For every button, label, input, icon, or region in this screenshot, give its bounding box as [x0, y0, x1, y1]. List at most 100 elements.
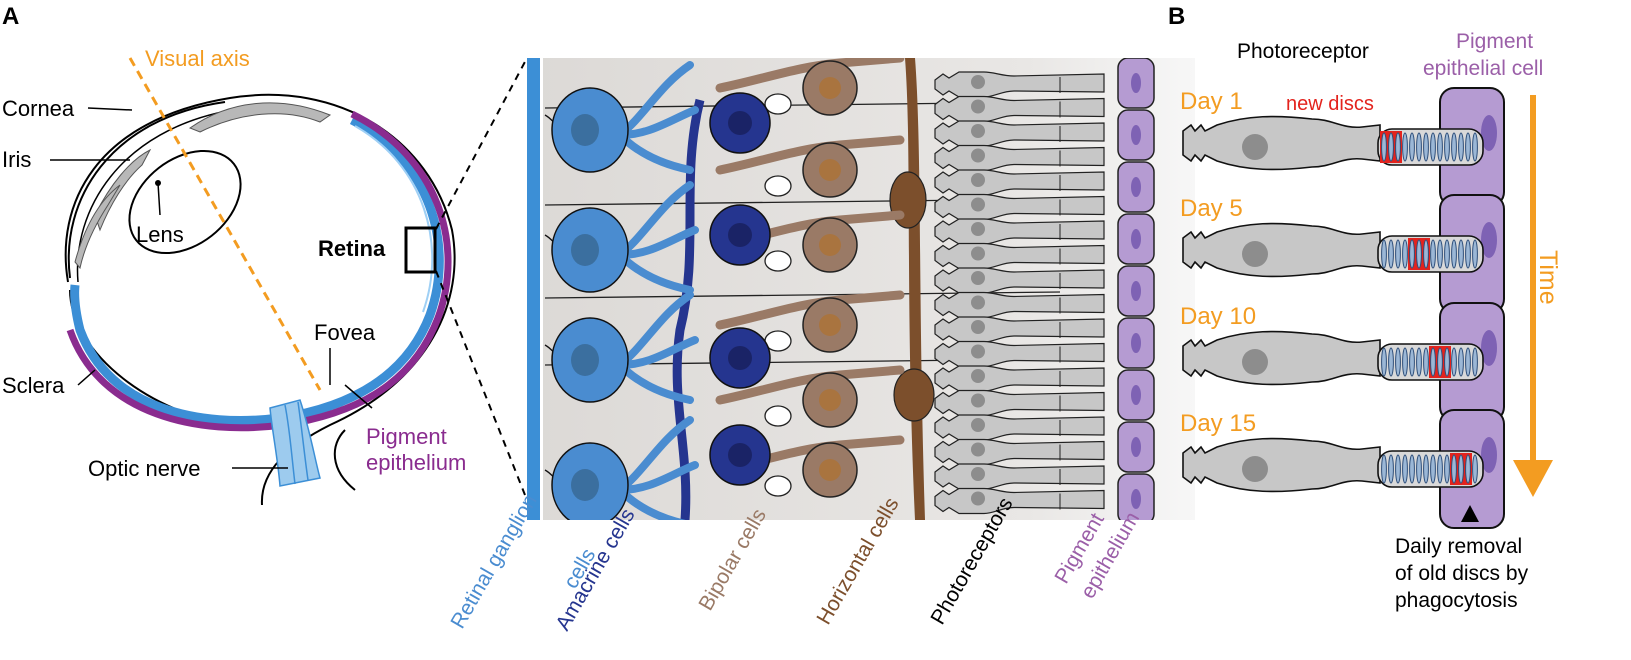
disc [1437, 132, 1443, 162]
cornea-curve [67, 101, 226, 279]
fovea-label: Fovea [314, 320, 376, 345]
bipolar-cell-nucleus [819, 159, 841, 181]
bipolar-cell [715, 135, 905, 198]
new-discs-label: new discs [1286, 93, 1374, 115]
pigment-cell-title-line2: epithelial cell [1423, 57, 1543, 80]
amacrine-cell-nucleus [728, 346, 752, 370]
day-label: Day 15 [1180, 410, 1256, 437]
retina-pigment-nucleus [1131, 177, 1141, 197]
optic-nerve-label: Optic nerve [88, 456, 201, 481]
ganglion-cell [544, 61, 699, 174]
eye-pigment-label-line2: epithelium [366, 450, 466, 475]
muller-cell-gap [764, 250, 792, 272]
amacrine-cell [709, 327, 771, 389]
disc [1465, 347, 1471, 377]
photoreceptor-nucleus [971, 369, 985, 383]
removal-line1: Daily removal [1395, 535, 1522, 558]
photoreceptor-nucleus [971, 173, 985, 187]
retina-pigment-cell [1117, 109, 1155, 161]
bipolar-cell-group [715, 58, 905, 498]
disc [1416, 132, 1422, 162]
disc [1437, 239, 1443, 269]
amacrine-label: Amacrine cells [551, 505, 639, 635]
disc [1402, 347, 1408, 377]
disc [1423, 132, 1429, 162]
retina-label: Retina [318, 236, 386, 261]
disc [1444, 239, 1450, 269]
disc [1472, 347, 1478, 377]
retina-pigment-cell [1117, 161, 1155, 213]
lens-shape [128, 149, 242, 255]
sclera-pointer [77, 369, 96, 386]
photoreceptor-nucleus [971, 197, 985, 212]
cornea-pointer [87, 107, 133, 111]
new-disc [1451, 454, 1457, 484]
bipolar-cell-nucleus [819, 234, 841, 256]
bipolar-cell-nucleus [819, 314, 841, 336]
photoreceptor-nucleus [971, 491, 985, 506]
ciliary-body-upper [188, 102, 332, 133]
disc [1472, 454, 1478, 484]
eye-diagram [50, 57, 528, 506]
zoom-line-top [435, 57, 528, 230]
ganglion-cell-nucleus [571, 469, 599, 501]
disc [1451, 239, 1457, 269]
horizontal-cell-body [893, 368, 935, 422]
retina-pigment-cell [1117, 58, 1155, 109]
ganglion-cell [544, 416, 699, 520]
iris-shape [94, 148, 152, 232]
photoreceptor-nucleus [971, 467, 985, 481]
zoom-line-bottom [435, 270, 528, 501]
photoreceptor-nucleus [971, 222, 985, 236]
disc [1444, 454, 1450, 484]
removal-line3: phagocytosis [1395, 589, 1518, 612]
retina-pigment-cell [1117, 213, 1155, 265]
photoreceptor-cell [934, 389, 1105, 417]
ganglion-cell [544, 181, 699, 294]
disc [1458, 347, 1464, 377]
disc [1465, 239, 1471, 269]
retina-pigment-nucleus [1131, 229, 1141, 249]
photoreceptor-nucleus [971, 418, 985, 432]
retina-highlight [354, 125, 434, 313]
retina-pigment-nucleus [1131, 385, 1141, 405]
rpe-cell-nucleus [1481, 115, 1497, 151]
retina-pigment-cells [1117, 58, 1155, 520]
photoreceptor-inner-segment [1182, 330, 1381, 386]
day-label: Day 1 [1180, 88, 1243, 115]
panel-b-letter: B [1168, 3, 1185, 30]
cornea-label: Cornea [2, 96, 75, 121]
new-disc [1423, 239, 1429, 269]
disc [1458, 132, 1464, 162]
retina-pigment-cell [1117, 369, 1155, 421]
photoreceptor-inner-segment [1182, 437, 1381, 493]
time-label: Time [1534, 250, 1562, 305]
photoreceptor-nucleus [1242, 456, 1268, 482]
disc [1409, 347, 1415, 377]
new-disc [1458, 454, 1464, 484]
retina-zoom-box [404, 226, 437, 274]
disc [1409, 454, 1415, 484]
disc [1388, 347, 1394, 377]
retina-pigment-cell [1117, 317, 1155, 369]
ciliary-body-lower [74, 184, 121, 270]
photoreceptor-inner-segment [1182, 222, 1381, 278]
ganglion-cell [544, 291, 699, 404]
sclera-outline [64, 93, 456, 506]
new-disc [1409, 239, 1415, 269]
muller-cell-gap [764, 175, 792, 197]
amacrine-cell [709, 204, 771, 266]
photoreceptor-nucleus [971, 124, 985, 138]
optic-nerve-fibers [284, 401, 309, 485]
photoreceptor-nucleus [971, 393, 985, 408]
disc [1423, 454, 1429, 484]
amacrine-cell [709, 92, 771, 154]
disc [1402, 132, 1408, 162]
photoreceptor-cell [934, 365, 1105, 392]
disc [1465, 132, 1471, 162]
sclera-nerve-side [333, 429, 356, 491]
rpe-cell-nucleus [1481, 330, 1497, 366]
optic-nerve-shape [269, 399, 321, 487]
disc [1381, 347, 1387, 377]
